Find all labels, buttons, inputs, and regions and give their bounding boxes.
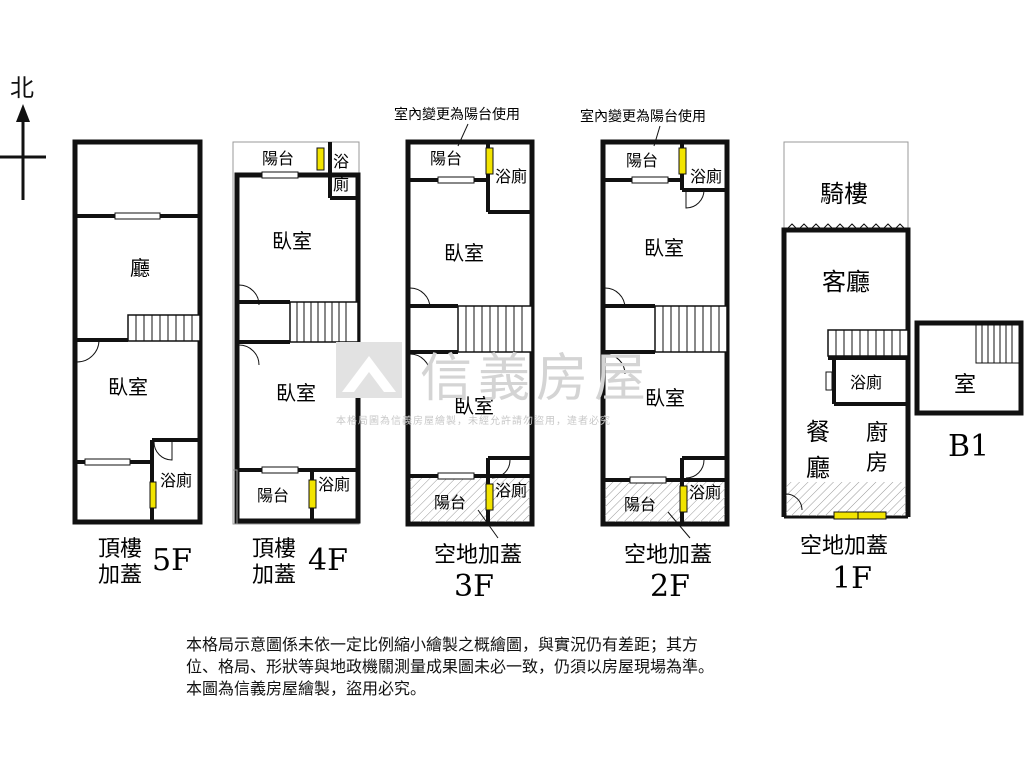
room-dining-line2: 廳 bbox=[806, 454, 830, 482]
room-bedroom-2: 臥室 bbox=[276, 381, 316, 405]
room-bath-top: 浴廁 bbox=[495, 167, 527, 186]
floor-3f: 室內變更為陽台使用 陽台 浴廁 臥室 臥室 陽台 浴廁 空地加蓋 bbox=[394, 106, 535, 604]
room-kitchen-line2: 房 bbox=[866, 451, 888, 476]
disclaimer-line: 本圖為信義房屋繪製，盜用必究。 bbox=[186, 679, 427, 698]
room-balcony-bottom: 陽台 bbox=[257, 486, 289, 505]
window-yellow bbox=[149, 481, 157, 509]
caption-note-1f: 空地加蓋 bbox=[800, 534, 888, 559]
disclaimer: 本格局示意圖係未依一定比例縮小繪製之概繪圖，與實況仍有差距；其方 位、格局、形狀… bbox=[186, 634, 866, 700]
top-note-2f: 室內變更為陽台使用 bbox=[580, 108, 706, 125]
floor-1f: 騎樓 客廳 浴廁 餐 廳 廚 房 空地加蓋 1F bbox=[781, 141, 911, 596]
room-balcony-top: 陽台 bbox=[430, 149, 462, 168]
brand-logo-icon bbox=[336, 342, 402, 398]
room-dining-line1: 餐 bbox=[806, 418, 830, 446]
floor-label-5f: 5F bbox=[152, 543, 192, 578]
compass: 北 bbox=[0, 74, 46, 200]
caption-note-5f-line1: 頂樓 bbox=[98, 537, 142, 562]
caption-note-4f-line2: 加蓋 bbox=[252, 563, 296, 588]
caption-note-4f-line1: 頂樓 bbox=[252, 537, 296, 562]
room-kitchen-line1: 廚 bbox=[866, 421, 888, 446]
hatched-added-area bbox=[410, 478, 530, 522]
room-bath-bottom: 浴廁 bbox=[689, 483, 721, 502]
room-balcony-bottom: 陽台 bbox=[434, 493, 466, 512]
floor-label-1f: 1F bbox=[832, 561, 872, 596]
room-bath-top-line2: 廁 bbox=[333, 175, 349, 194]
room-bath: 浴廁 bbox=[160, 471, 192, 490]
caption-note-2f: 空地加蓋 bbox=[624, 543, 712, 568]
room-bath-bottom: 浴廁 bbox=[318, 475, 350, 494]
hatched-added-area bbox=[605, 482, 725, 522]
room-bath-top: 浴廁 bbox=[690, 167, 722, 186]
watermark-notice: 本格局圖為信義房屋繪製，未經允許請勿盜用，違者必究 bbox=[336, 416, 611, 427]
top-note-3f: 室內變更為陽台使用 bbox=[394, 106, 520, 123]
room-living: 客廳 bbox=[822, 268, 870, 296]
disclaimer-line: 位、格局、形狀等與地政機關測量成果圖未必一致，仍須以房屋現場為準。 bbox=[186, 657, 715, 676]
room-b1: 室 bbox=[954, 373, 976, 398]
room-bath-bottom: 浴廁 bbox=[495, 481, 527, 500]
room-balcony-top: 陽台 bbox=[626, 151, 658, 170]
room-hall: 廳 bbox=[130, 256, 150, 280]
room-bath: 浴廁 bbox=[850, 373, 882, 392]
caption-note-3f: 空地加蓋 bbox=[434, 543, 522, 568]
floor-2f: 室內變更為陽台使用 陽台 浴廁 臥室 臥室 陽台 浴廁 空 bbox=[580, 108, 730, 604]
floor-b1: 室 B1 bbox=[914, 320, 1024, 464]
room-bedroom-1: 臥室 bbox=[272, 229, 312, 253]
watermark-brand: 信義房屋 bbox=[420, 349, 653, 409]
room-arcade: 騎樓 bbox=[820, 180, 868, 208]
room-bedroom-1: 臥室 bbox=[644, 236, 684, 260]
floor-label-2f: 2F bbox=[650, 569, 690, 604]
room-bath-top-line1: 浴 bbox=[333, 152, 349, 171]
floor-label-3f: 3F bbox=[454, 569, 494, 604]
floor-label-b1: B1 bbox=[948, 429, 989, 464]
north-arrow-icon bbox=[16, 104, 30, 122]
room-balcony-bottom: 陽台 bbox=[624, 495, 656, 514]
room-bedroom-2: 臥室 bbox=[645, 386, 685, 410]
disclaimer-line: 本格局示意圖係未依一定比例縮小繪製之概繪圖，與實況仍有差距；其方 bbox=[186, 635, 699, 654]
room-bedroom-1: 臥室 bbox=[444, 241, 484, 265]
caption-note-5f-line2: 加蓋 bbox=[98, 563, 142, 588]
compass-north-label: 北 bbox=[10, 74, 34, 102]
room-bedroom-2: 臥室 bbox=[454, 394, 494, 418]
room-balcony-top: 陽台 bbox=[262, 149, 294, 168]
hatched-added-area bbox=[786, 482, 906, 516]
room-bedroom: 臥室 bbox=[108, 375, 148, 399]
floor-5f: 廳 臥室 浴廁 頂樓 加蓋 5F bbox=[72, 139, 203, 588]
window-yellow bbox=[833, 511, 887, 520]
floor-label-4f: 4F bbox=[308, 543, 348, 578]
floor-4f: 陽台 浴 廁 臥室 臥室 陽台 浴廁 頂樓 加蓋 4F bbox=[232, 141, 361, 588]
